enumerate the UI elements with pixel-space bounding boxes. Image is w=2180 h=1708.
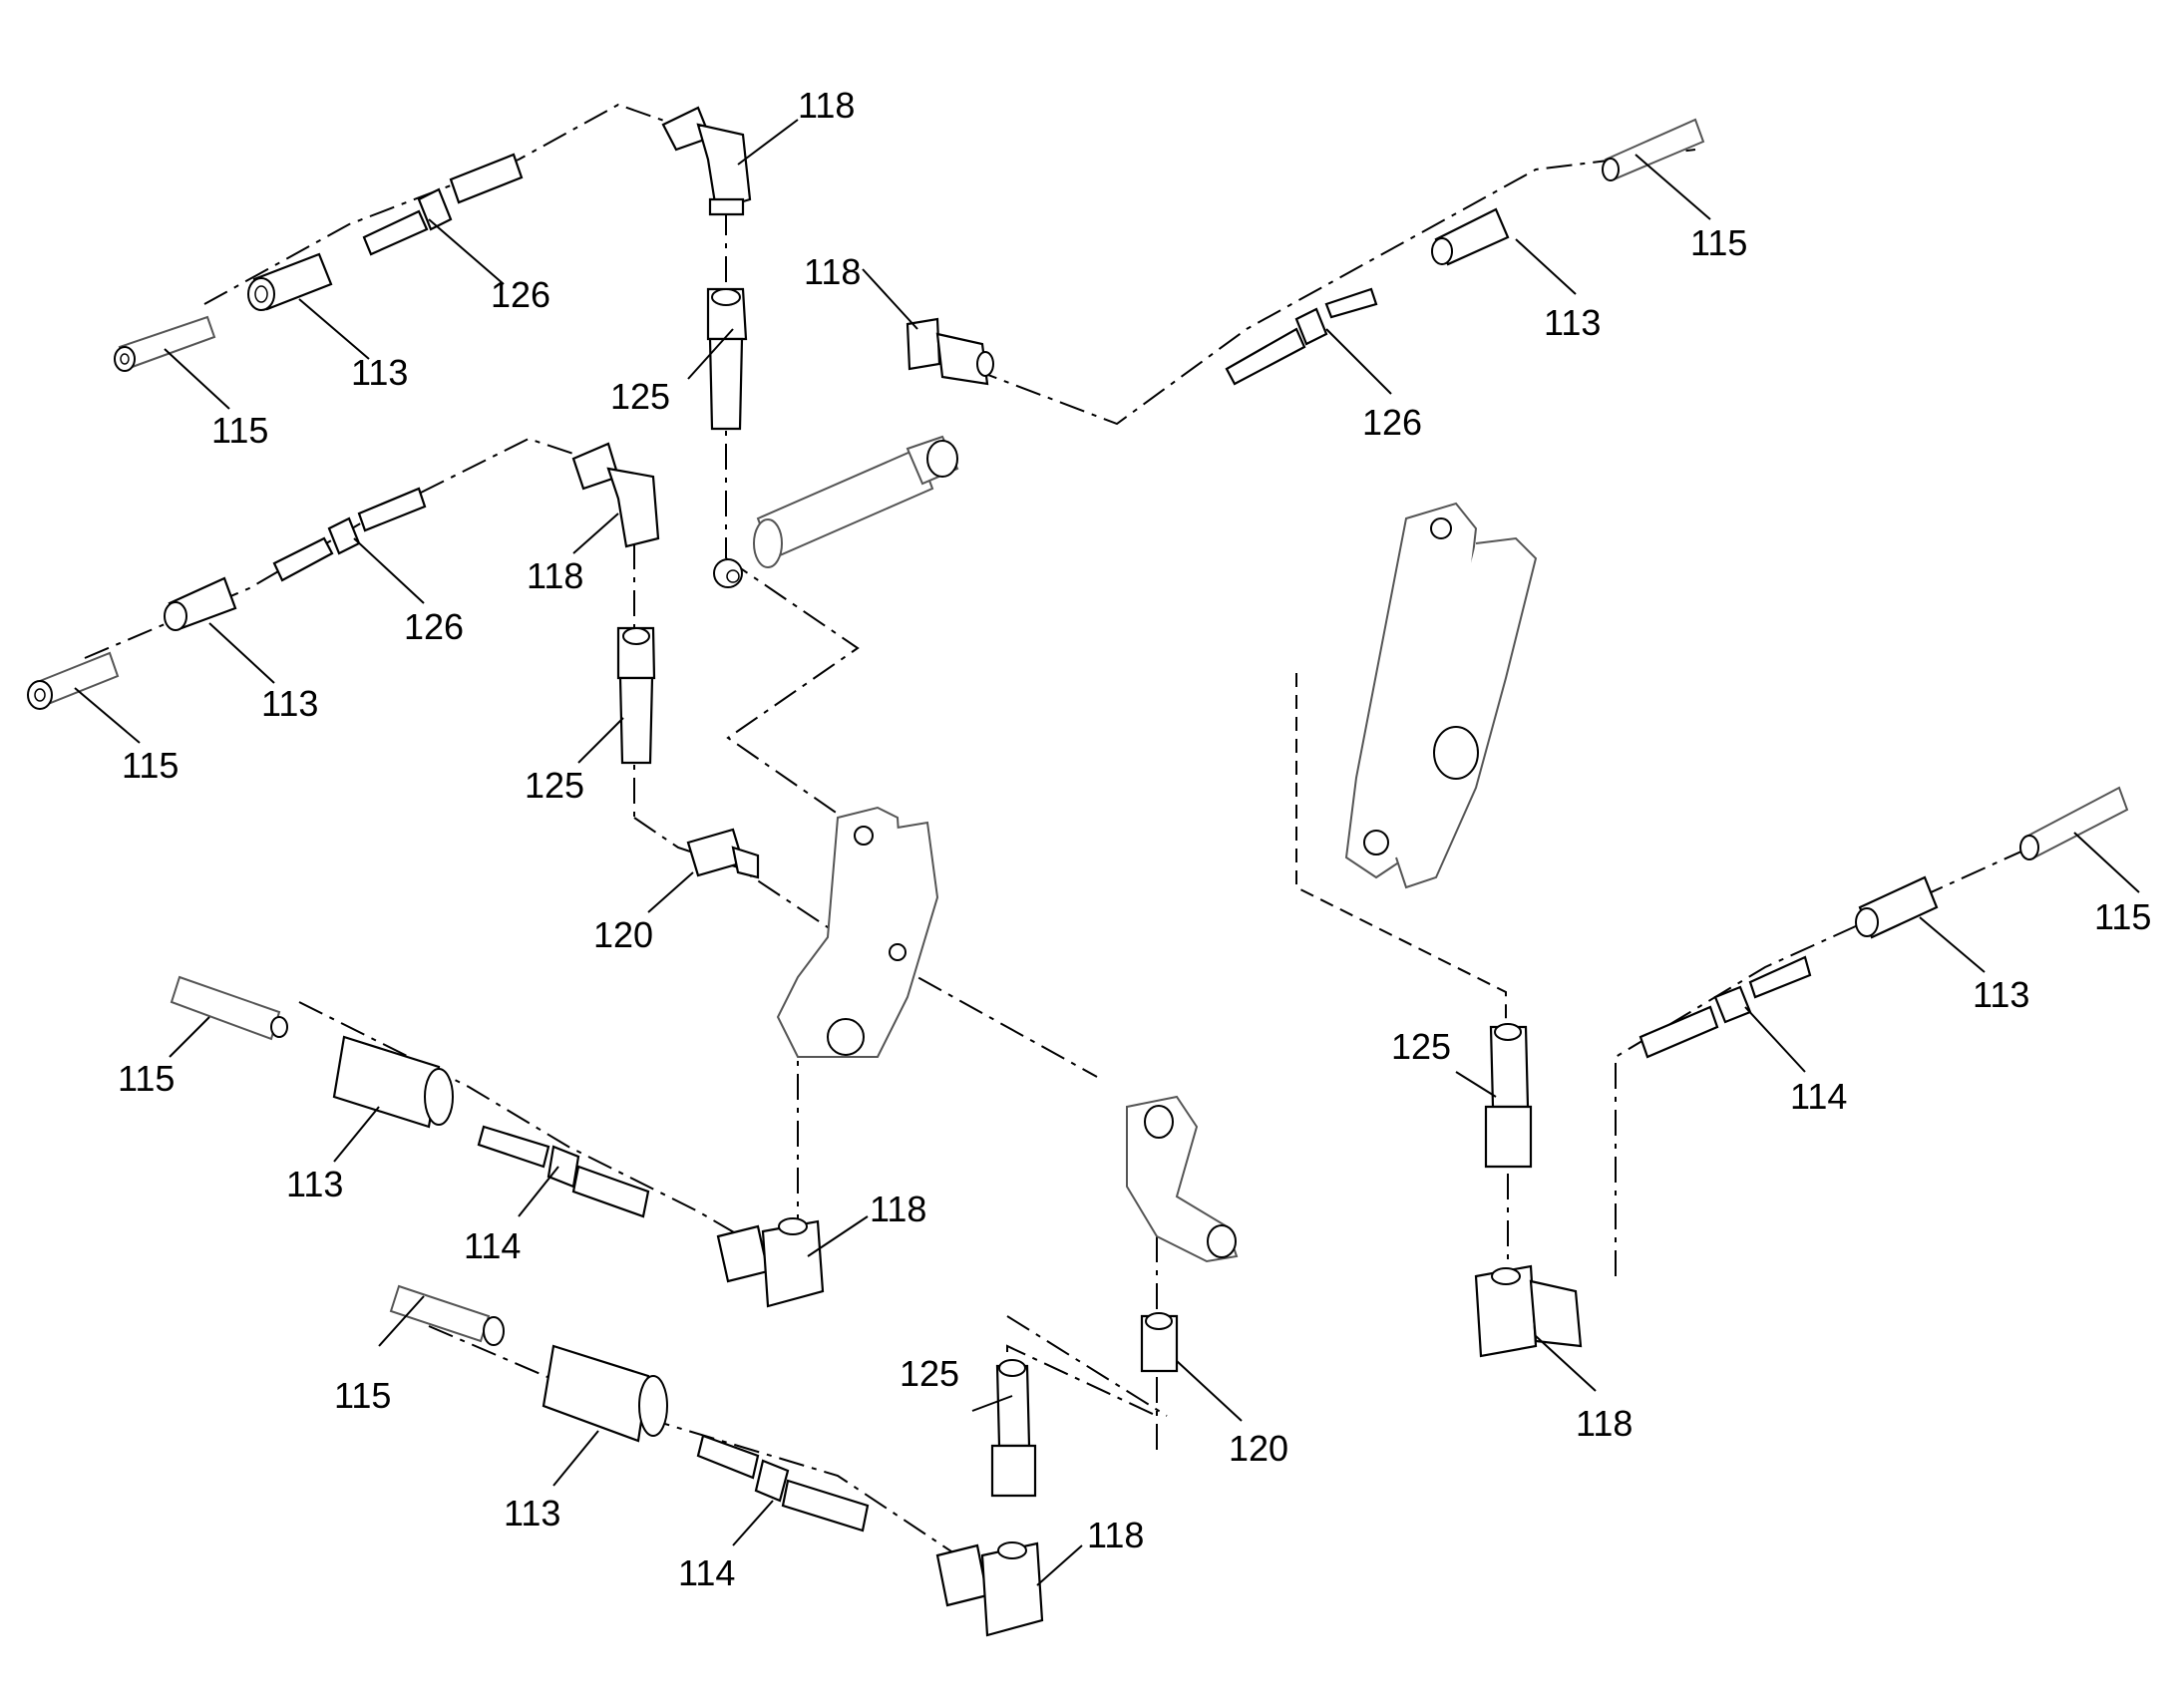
label-113: 113	[286, 1164, 343, 1204]
label-114: 114	[678, 1552, 735, 1593]
label-114: 114	[1790, 1076, 1847, 1117]
label-113: 113	[261, 683, 318, 724]
label-118: 118	[527, 555, 583, 596]
label-114: 114	[464, 1225, 521, 1266]
nut-113-f	[1855, 875, 1939, 939]
label-125: 125	[1391, 1026, 1451, 1067]
sleeve-114-c	[1638, 955, 1812, 1059]
label-125: 125	[525, 765, 584, 806]
label-118: 118	[804, 251, 861, 292]
sleeve-126-b	[1225, 287, 1378, 386]
elbow-118-b	[906, 317, 994, 386]
elbow-118-e	[935, 1541, 1044, 1637]
fitting-125-a	[706, 287, 748, 431]
label-120: 120	[1229, 1428, 1288, 1469]
center-lines	[84, 103, 2075, 1556]
tube-115-d	[170, 975, 288, 1041]
center-bracket	[776, 806, 939, 1058]
leader-lines	[74, 119, 2140, 1586]
tube-115-a	[114, 315, 216, 372]
elbow-118-a	[661, 106, 752, 216]
sleeve-126-c	[272, 487, 427, 582]
label-118: 118	[1087, 1515, 1144, 1555]
label-113: 113	[504, 1493, 560, 1534]
label-126: 126	[491, 274, 550, 315]
elbow-118-f	[1474, 1264, 1583, 1358]
label-115: 115	[118, 1058, 175, 1099]
sleeve-114-b	[696, 1434, 870, 1533]
callout-labels: 118 126 113 115 125 118 113 126 115 118 …	[118, 85, 2151, 1593]
sleeve-114-a	[477, 1125, 650, 1218]
fitting-125-c	[990, 1359, 1037, 1498]
fitting-125-d	[1484, 1023, 1533, 1169]
label-126: 126	[1362, 402, 1422, 443]
clevis	[1126, 1095, 1239, 1263]
label-115: 115	[211, 410, 268, 451]
tube-115-c	[27, 651, 120, 710]
nut-113-c	[164, 576, 237, 631]
tube-115-b	[1602, 118, 1705, 181]
label-115: 115	[334, 1375, 391, 1416]
label-115: 115	[2094, 896, 2151, 937]
nut-113-d	[332, 1035, 454, 1129]
label-118: 118	[870, 1189, 926, 1229]
nut-113-a	[247, 252, 333, 311]
label-126: 126	[404, 606, 464, 647]
label-120: 120	[593, 914, 653, 955]
union-120-a	[686, 828, 760, 879]
tube-115-f	[2019, 786, 2129, 860]
union-120-b	[1140, 1312, 1179, 1373]
label-125: 125	[900, 1353, 959, 1394]
label-125: 125	[610, 376, 670, 417]
label-115: 115	[1690, 222, 1747, 263]
actuator-cylinder	[713, 435, 959, 588]
label-118: 118	[1576, 1403, 1633, 1444]
label-113: 113	[1544, 302, 1601, 343]
sleeve-126-a	[362, 153, 524, 256]
label-113: 113	[1973, 974, 2029, 1015]
label-113: 113	[351, 352, 408, 393]
fitting-125-b	[616, 626, 656, 765]
label-118: 118	[798, 85, 855, 126]
elbow-118-d	[716, 1217, 825, 1308]
nut-113-b	[1431, 207, 1510, 266]
label-115: 115	[122, 745, 179, 786]
right-bracket	[1344, 502, 1538, 889]
tube-115-e	[389, 1284, 505, 1346]
elbow-118-c	[571, 442, 660, 548]
nut-113-e	[542, 1344, 668, 1443]
